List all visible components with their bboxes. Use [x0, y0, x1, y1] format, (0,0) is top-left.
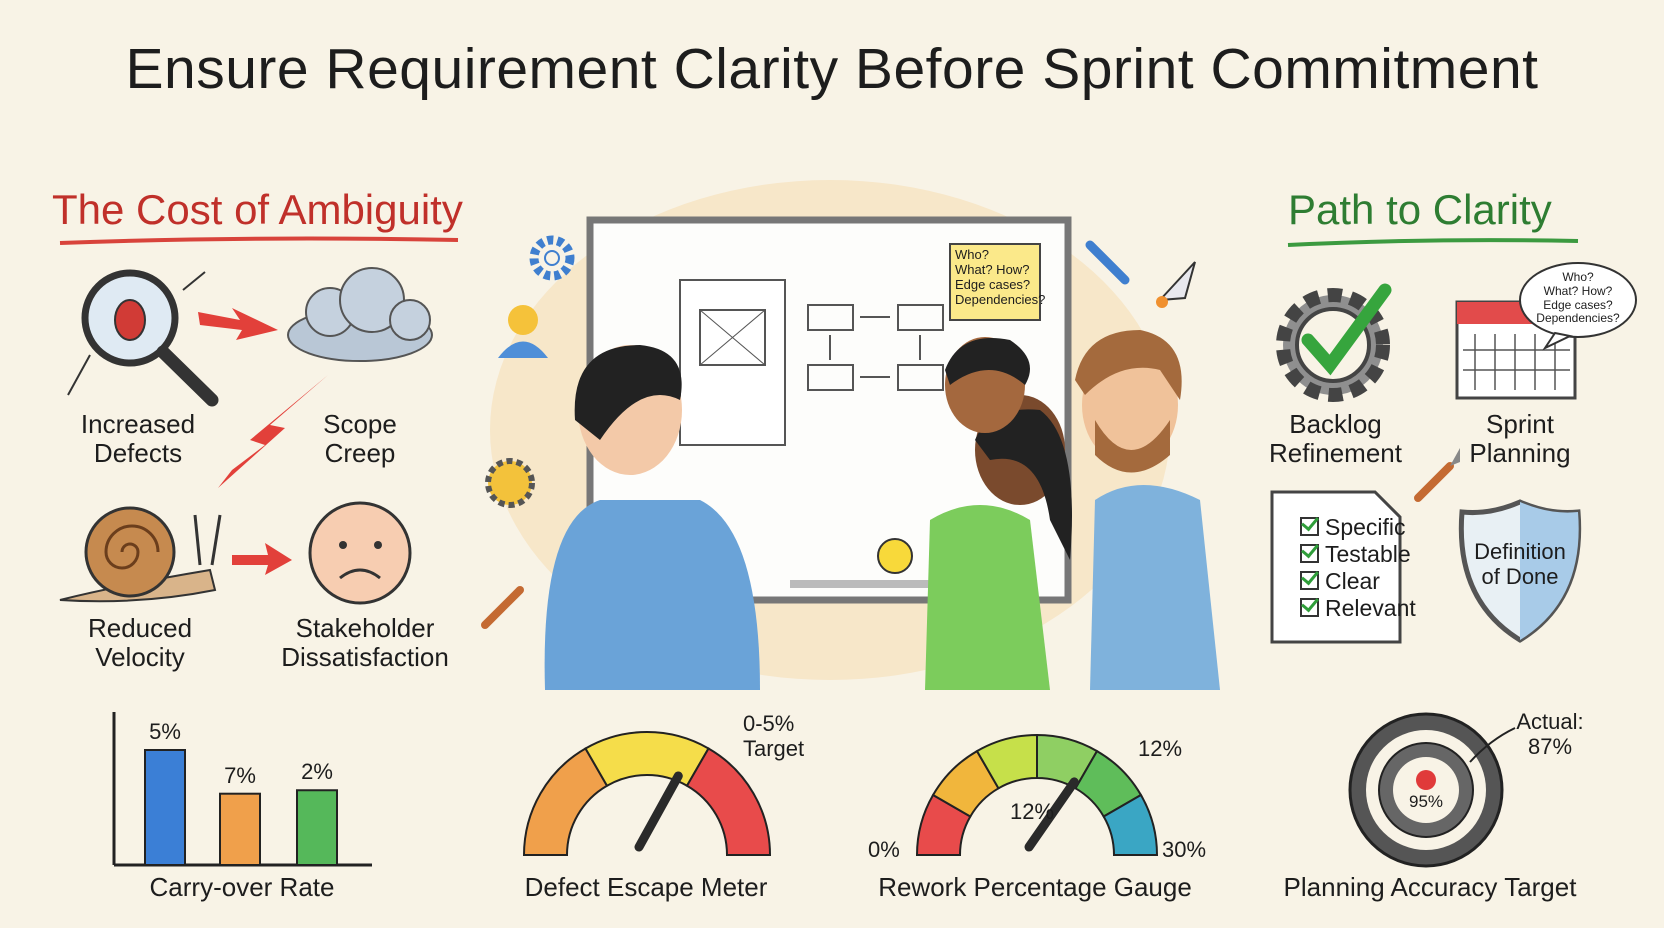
bar-value-label: 2% — [301, 759, 333, 785]
backlog-refinement-label: Backlog Refinement — [1269, 409, 1402, 469]
page-title: Ensure Requirement Clarity Before Sprint… — [125, 37, 1539, 101]
clarity-heading: Path to Clarity — [1288, 186, 1552, 233]
checklist-item: Specific — [1300, 514, 1406, 541]
magnifier-bug-icon — [67, 269, 219, 407]
sticky-note-text: Who? What? How? Edge cases? Dependencies… — [955, 247, 1046, 308]
wrench-icon — [1085, 240, 1130, 285]
bar — [296, 789, 338, 866]
gauge-band — [1102, 793, 1159, 856]
cost-underline — [59, 236, 459, 245]
sprint-planning-label: Sprint Planning — [1469, 409, 1571, 469]
paintbrush-icon — [1414, 448, 1460, 502]
gear-icon — [529, 235, 575, 281]
lightbulb-icon — [877, 538, 913, 574]
sticky-line: What? How? — [955, 261, 1030, 277]
checklist-text: Testable — [1325, 541, 1411, 567]
bar — [144, 749, 186, 866]
defect-escape-title: Defect Escape Meter — [524, 872, 768, 902]
bar-value-label: 5% — [149, 719, 181, 744]
cost-heading: The Cost of Ambiguity — [52, 186, 463, 233]
reduced-velocity-label: Reduced Velocity — [87, 613, 193, 673]
checklist-item: Relevant — [1300, 595, 1416, 622]
checklist-text: Relevant — [1325, 595, 1416, 621]
bubble-line: Who? — [1562, 270, 1594, 284]
scope-creep-label: Scope Creep — [323, 409, 397, 469]
checklist-text: Clear — [1325, 568, 1380, 594]
shield-icon — [1458, 499, 1582, 643]
gauge-needle — [634, 771, 683, 852]
checklist-text: Specific — [1325, 514, 1406, 540]
increased-defects-label: Increased Defects — [80, 409, 196, 469]
stakeholder-dissatisfaction-label: Stakeholder Dissatisfaction — [281, 613, 449, 673]
smiley-gear-icon — [485, 458, 535, 508]
rework-min-label: 0% — [868, 837, 900, 862]
checkbox-checked-icon — [1300, 571, 1319, 590]
sticky-line: Dependencies? — [955, 291, 1046, 307]
people — [544, 330, 1220, 690]
annotation-arrow — [1469, 727, 1516, 763]
bubble-line: Edge cases? — [1543, 297, 1613, 312]
rework-value-label: 12% — [1010, 799, 1055, 824]
paintbrush-icon — [481, 586, 524, 629]
rocket-icon — [1156, 261, 1196, 308]
checklist-item: Testable — [1300, 541, 1411, 568]
bubble-line: What? How? — [1543, 283, 1613, 298]
defect-target-annotation: 0-5% Target — [743, 711, 805, 761]
definition-of-done-label: Definition of Done — [1474, 539, 1566, 589]
arrow-icon — [198, 308, 278, 340]
sticky-note — [949, 243, 1041, 321]
carry-over-title: Carry-over Rate — [149, 872, 335, 902]
target-center — [1416, 770, 1436, 790]
clarity-underline — [1287, 238, 1579, 247]
planning-accuracy-title: Planning Accuracy Target — [1283, 872, 1577, 902]
sticky-line: Who? — [955, 247, 989, 262]
defect-escape-gauge — [522, 731, 772, 856]
bar-value-label: 7% — [224, 762, 256, 788]
bubble-line: Dependencies? — [1536, 311, 1620, 326]
snail-icon — [59, 506, 222, 603]
gauge-band — [685, 747, 772, 856]
checklist-item: Clear — [1300, 568, 1380, 595]
carry-over-chart — [112, 712, 372, 867]
speech-bubble — [1519, 262, 1637, 351]
checkbox-checked-icon — [1300, 544, 1319, 563]
target-annotation: Actual: 87% — [1516, 709, 1584, 759]
bar — [219, 792, 261, 867]
rework-gauge — [915, 733, 1159, 856]
speech-bubble-text: Who? What? How? Edge cases? Dependencies… — [1530, 270, 1626, 326]
rework-pointer-label: 12% — [1138, 736, 1183, 761]
gauge-needle — [1024, 777, 1079, 852]
storm-cloud-icon — [287, 267, 433, 362]
gauge-band — [584, 731, 710, 788]
sad-face-icon — [308, 501, 412, 605]
rework-title: Rework Percentage Gauge — [878, 872, 1192, 902]
target-center-label: 95% — [1408, 792, 1444, 811]
lightning-arrow-icon — [218, 375, 328, 488]
planning-accuracy-target — [1348, 712, 1516, 868]
arrow-icon — [232, 543, 292, 575]
checkbox-checked-icon — [1300, 598, 1319, 617]
gear-check-icon — [1276, 283, 1392, 402]
sticky-line: Edge cases? — [955, 276, 1031, 292]
user-icon — [498, 305, 548, 358]
checkbox-checked-icon — [1300, 517, 1319, 536]
rework-max-label: 30% — [1162, 837, 1207, 862]
